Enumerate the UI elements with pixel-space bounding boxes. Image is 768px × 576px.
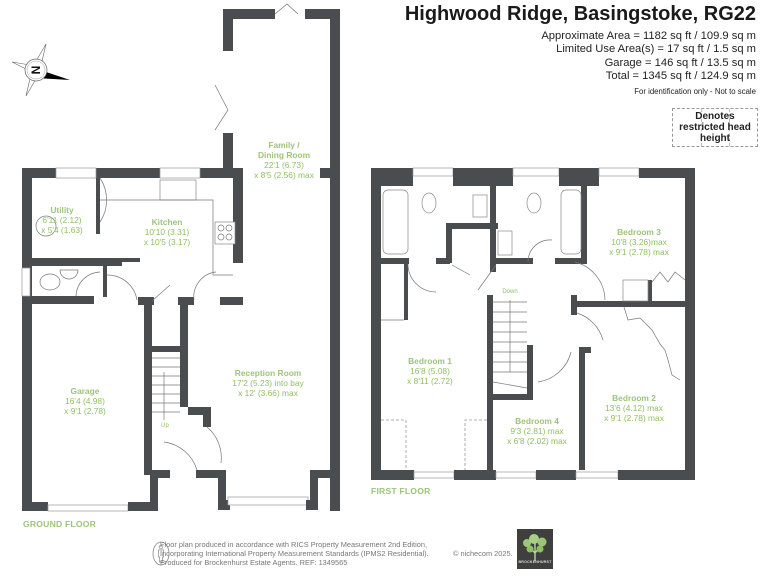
- legend-label: Denotes restricted head height: [679, 111, 751, 144]
- person-scale-icon: [152, 541, 170, 566]
- svg-text:N: N: [29, 66, 43, 75]
- tree-logo-icon: [523, 534, 547, 561]
- footer-disclaimer: Floor plan produced in accordance with R…: [160, 540, 429, 567]
- room-label-utility: Utility 6'11 (2.12) x 5'4 (1.63): [41, 205, 83, 235]
- total-area: Total = 1345 sq ft / 124.9 sq m: [605, 69, 756, 82]
- area-summary: Approximate Area = 1182 sq ft / 109.9 sq…: [541, 30, 756, 98]
- room-label-bedroom-1: Bedroom 1 16'8 (5.08) x 8'11 (2.72): [407, 356, 453, 386]
- approximate-area: Approximate Area = 1182 sq ft / 109.9 sq…: [541, 30, 756, 42]
- room-label-bedroom-4: Bedroom 4 9'3 (2.81) max x 6'8 (2.02) ma…: [507, 416, 567, 446]
- brockenhurst-logo: BROCKENHURST: [517, 529, 553, 569]
- copyright-text: © nichecom 2025.: [453, 549, 513, 558]
- ground-floor-label: GROUND FLOOR: [23, 519, 97, 529]
- room-label-family-dining-room: Family / Dining Room 22'1 (6.73) x 8'5 (…: [254, 140, 314, 180]
- room-label-kitchen: Kitchen 10'10 (3.31) x 10'5 (3.17): [143, 217, 191, 247]
- compass-rose-icon: N: [11, 43, 70, 97]
- stairs-up-label: Up: [161, 423, 169, 429]
- logo-text: BROCKENHURST: [518, 560, 552, 564]
- room-label-bedroom-3: Bedroom 3 10'8 (3.26)max x 9'1 (2.78) ma…: [609, 227, 669, 257]
- first-floor-stairs: [492, 300, 528, 389]
- garage-area: Garage = 146 sq ft / 13.5 sq m: [604, 56, 756, 69]
- ground-floor-stairs: [152, 357, 180, 420]
- first-floor-label: FIRST FLOOR: [371, 486, 431, 496]
- limited-use-area: Limited Use Area(s) = 17 sq ft / 1.5 sq …: [556, 43, 756, 56]
- scale-note: For identification only - Not to scale: [634, 87, 756, 97]
- room-label-garage: Garage 16'4 (4.98) x 9'1 (2.78): [64, 386, 106, 416]
- stairs-down-label: Down: [502, 289, 518, 295]
- room-label-reception-room: Reception Room 17'2 (5.23) into bay x 12…: [232, 368, 304, 398]
- property-title: Highwood Ridge, Basingstoke, RG22: [404, 3, 756, 25]
- restricted-head-height-legend: Denotes restricted head height: [672, 108, 758, 147]
- room-label-bedroom-2: Bedroom 2 13'6 (4.12) max x 9'1 (2.78) m…: [604, 393, 664, 423]
